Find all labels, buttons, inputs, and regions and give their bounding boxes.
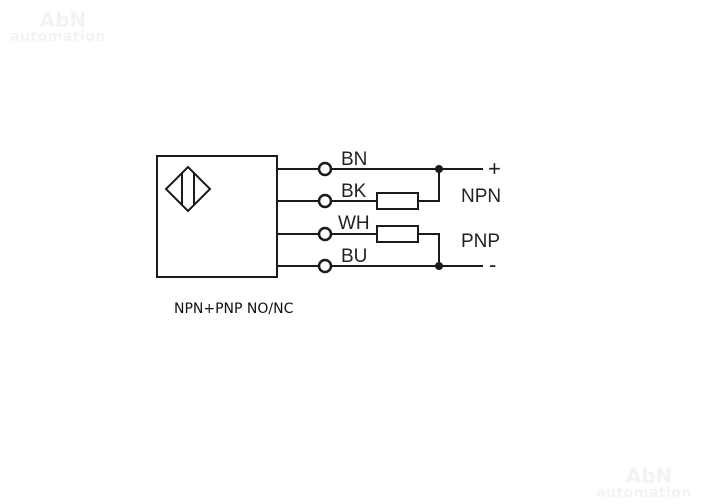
- wire-bk: [277, 169, 440, 210]
- wire-label-bn: BN: [341, 149, 367, 170]
- junction-positive-icon: [435, 165, 443, 173]
- terminal-positive-label: +: [488, 156, 501, 181]
- inductive-sensor-icon: [164, 165, 212, 213]
- diagram-caption: NPN+PNP NO/NC: [174, 301, 294, 317]
- output-label-npn: NPN: [461, 186, 501, 207]
- junction-negative-icon: [435, 262, 443, 270]
- watermark-brand: AbN: [625, 464, 673, 488]
- wire-label-bu: BU: [341, 246, 367, 267]
- watermark-top: AbN automation: [10, 10, 116, 44]
- sensor-body: [156, 155, 278, 278]
- terminal-bn-icon: [317, 161, 333, 177]
- terminal-negative-label: -: [489, 252, 496, 277]
- terminal-wh-icon: [317, 226, 333, 242]
- terminal-bk-icon: [317, 193, 333, 209]
- wire-wh: [277, 225, 440, 266]
- watermark-brand: AbN: [39, 8, 87, 32]
- terminal-bu-icon: [317, 258, 333, 274]
- resistor-bk: [376, 192, 419, 210]
- wire-label-wh: WH: [338, 213, 370, 234]
- watermark-bottom: AbN automation: [596, 466, 702, 500]
- wire-label-bk: BK: [341, 181, 367, 202]
- watermark-sub: automation: [10, 29, 106, 45]
- resistor-wh: [376, 225, 419, 243]
- watermark-sub: automation: [596, 485, 692, 501]
- output-label-pnp: PNP: [461, 231, 500, 252]
